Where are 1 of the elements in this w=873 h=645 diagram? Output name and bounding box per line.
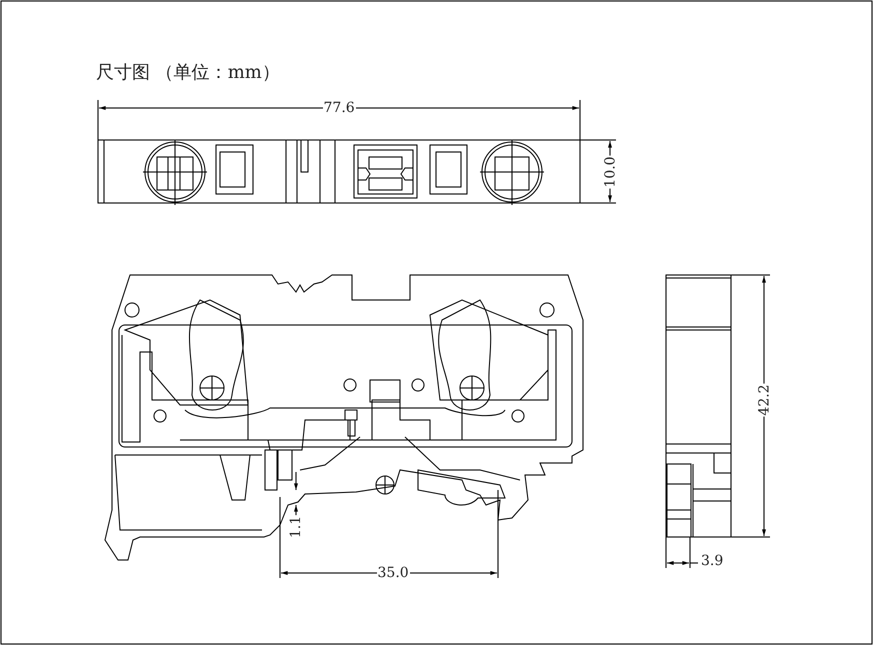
drawing-title: 尺寸图 （单位：mm） (96, 62, 280, 84)
